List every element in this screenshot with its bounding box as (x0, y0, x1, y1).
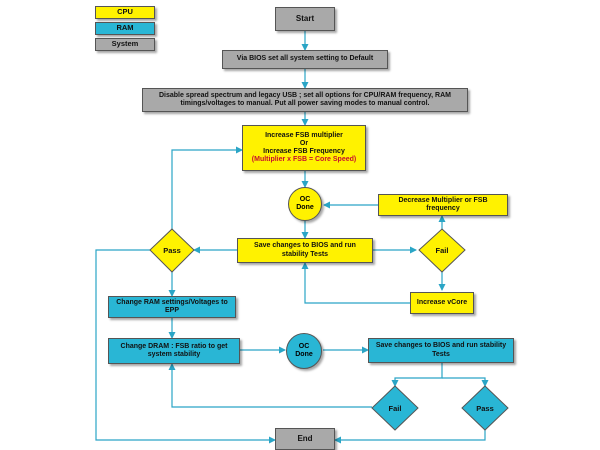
connector-vcore-to-save (301, 262, 410, 304)
pass-cpu-label: Pass (163, 245, 181, 255)
decrease-multiplier-step: Decrease Multiplier or FSB frequency (378, 194, 508, 216)
connector-pass2-to-end (334, 430, 486, 444)
save-bios-cpu-step: Save changes to BIOS and run stability T… (237, 238, 373, 263)
change-ram-step: Change RAM settings/Voltages to EPP (108, 296, 236, 318)
core-speed-formula: (Multiplier x FSB = Core Speed) (251, 156, 357, 164)
connector-pass-to-end (95, 249, 276, 444)
disable-spread-step: Disable spread spectrum and legacy USB ;… (142, 88, 468, 112)
oc-done-cpu-node: OC Done (288, 187, 322, 221)
increase-fsb-step: Increase FSB multiplier Or Increase FSB … (242, 125, 366, 171)
legend-cpu: CPU (95, 6, 155, 19)
connector-fail2-to-dram (168, 363, 372, 408)
start-node: Start (275, 7, 335, 31)
legend-ram: RAM (95, 22, 155, 35)
fail-cpu-label: Fail (435, 245, 449, 255)
connector-save2-split (391, 363, 443, 387)
connector-pass-loop-to-increase (171, 146, 243, 230)
legend-system: System (95, 38, 155, 51)
change-dram-step: Change DRAM : FSB ratio to get system st… (108, 338, 240, 364)
oc-done-ram-node: OC Done (286, 333, 322, 369)
end-node: End (275, 428, 335, 450)
fail-ram-label: Fail (388, 403, 402, 413)
fail-decision-ram (371, 385, 419, 431)
pass-decision-cpu (149, 228, 195, 273)
connector-save2-to-pass2 (442, 377, 489, 387)
increase-vcore-step: Increase vCore (410, 292, 474, 314)
save-bios-ram-step: Save changes to BIOS and run stability T… (368, 338, 514, 363)
increase-fsb-label: Increase FSB multiplier Or Increase FSB … (263, 131, 345, 156)
pass-decision-ram (461, 385, 509, 431)
pass-ram-label: Pass (476, 403, 494, 413)
fail-decision-cpu (418, 228, 466, 273)
bios-default-step: Via BIOS set all system setting to Defau… (222, 50, 388, 69)
